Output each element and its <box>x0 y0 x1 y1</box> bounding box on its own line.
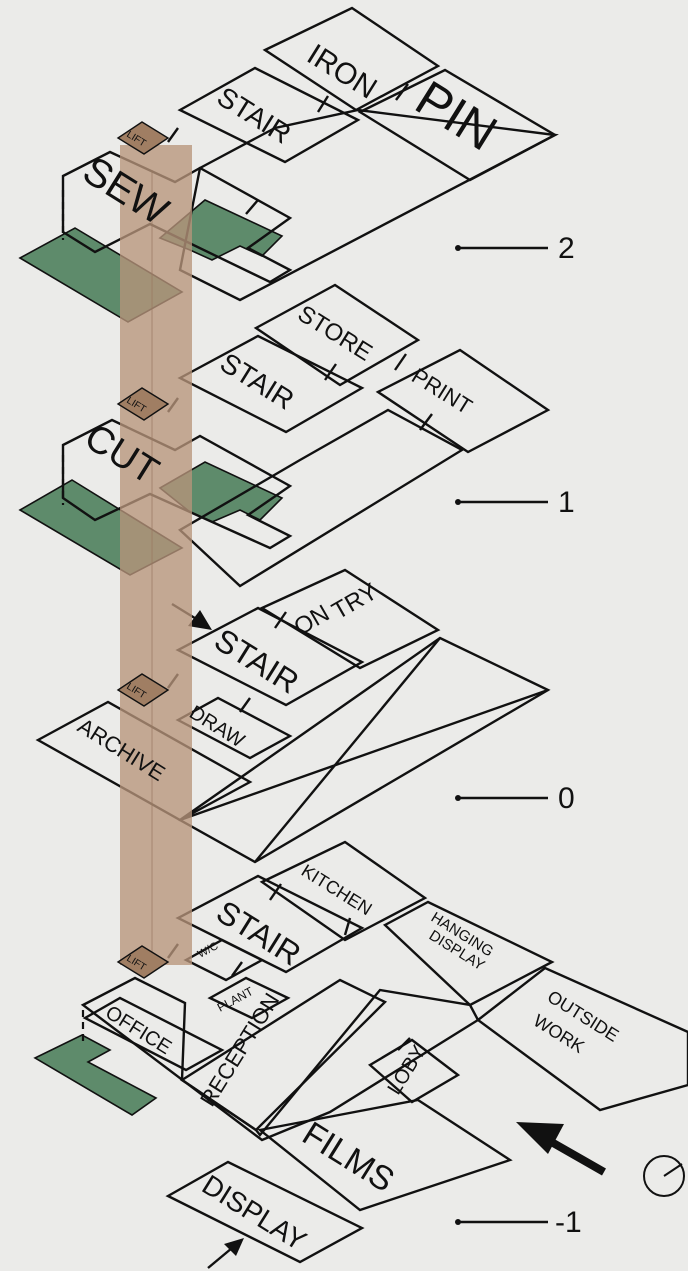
door-tick <box>239 697 251 713</box>
lift-box-m1 <box>116 945 170 979</box>
label-reception: RECEPTION <box>195 989 284 1111</box>
lift-box-0 <box>116 673 170 707</box>
label-display: DISPLAY <box>197 1169 312 1257</box>
lift-box-2 <box>116 121 170 155</box>
level-minus1-plan <box>33 840 688 1269</box>
entrance-arrow-shaft <box>546 1136 606 1176</box>
label-pin: PIN <box>406 70 506 162</box>
room-films <box>257 1098 513 1212</box>
room-display <box>165 1160 365 1264</box>
void-diagonal <box>254 637 441 863</box>
door-tick <box>231 961 243 977</box>
label-stair-1: STAIR <box>215 347 300 416</box>
north-compass-icon <box>643 1155 685 1197</box>
label-stair-0: STAIR <box>208 621 305 700</box>
door-tick <box>316 95 330 113</box>
door-tick <box>343 917 352 936</box>
lift-box-1 <box>116 387 170 421</box>
floor-1-back <box>178 408 465 588</box>
door-tick <box>395 83 409 101</box>
lift-shaft <box>120 145 192 965</box>
label-try: TRY <box>328 578 383 625</box>
void-diagonal <box>179 688 549 822</box>
label-office: OFFICE <box>101 1002 175 1060</box>
entrance-arrow-icon <box>516 1122 564 1154</box>
display-arrow-shaft <box>207 1247 233 1269</box>
room-stair-2 <box>177 66 361 164</box>
room-stair-0 <box>175 606 365 707</box>
lift-shaft-column <box>120 145 192 965</box>
label-kitchen: KITCHEN <box>298 860 376 919</box>
room-draw <box>175 696 293 760</box>
label-print: PRINT <box>407 363 476 419</box>
room-stair-1 <box>177 334 365 434</box>
room-wc <box>183 938 265 982</box>
room-iron <box>262 6 441 112</box>
label-films: FILMS <box>296 1115 401 1200</box>
door-tick <box>419 413 433 431</box>
floor-m1-outline <box>80 976 480 1142</box>
level-2-label: 2 <box>558 232 575 265</box>
door-tick <box>269 883 282 901</box>
label-iron: IRON <box>301 38 382 106</box>
door-tick <box>167 127 179 143</box>
door-tick <box>324 363 337 381</box>
entrance-arrow-icon <box>224 1238 244 1256</box>
level-1-label: 1 <box>558 486 575 519</box>
entrance-arrow-icon <box>188 610 212 630</box>
room-print <box>375 348 551 454</box>
room-plant <box>207 976 291 1020</box>
label-loby: LOBY <box>384 1042 431 1099</box>
room-hanging-display <box>382 900 555 1007</box>
label-on: ON <box>290 600 335 641</box>
level-indicators: 2 1 0 -1 <box>455 232 582 1239</box>
level-minus1-label: -1 <box>555 1206 582 1239</box>
door-tick <box>274 611 287 629</box>
room-try-on <box>259 568 441 670</box>
room-office <box>82 996 225 1072</box>
room-kitchen <box>259 840 428 942</box>
lift-boxes <box>116 121 170 979</box>
label-store: STORE <box>293 300 377 366</box>
level-0-label: 0 <box>558 782 575 815</box>
door-tick <box>245 199 259 215</box>
level-0-plan <box>35 568 551 864</box>
room-pin <box>357 68 558 182</box>
room-store <box>253 283 421 387</box>
room-outside-work <box>476 966 688 1112</box>
door-tick <box>394 353 407 371</box>
door-tick <box>397 1037 411 1051</box>
